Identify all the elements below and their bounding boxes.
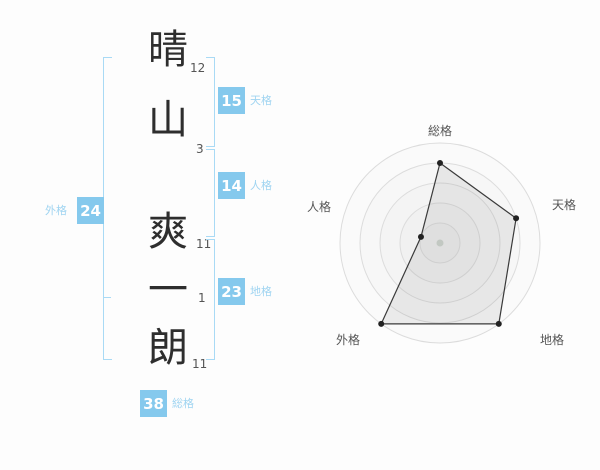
radar-axis-label: 天格 bbox=[552, 197, 576, 212]
radar-axis-label: 地格 bbox=[540, 332, 564, 347]
radar-axis-label: 人格 bbox=[307, 199, 331, 214]
gaikaku-bracket bbox=[103, 57, 112, 360]
stroke-count-1: 12 bbox=[190, 61, 206, 75]
radar-axis-label: 外格 bbox=[336, 332, 360, 347]
tenkaku-label: 天格 bbox=[250, 94, 272, 107]
gaikaku-label: 外格 bbox=[45, 204, 67, 217]
chikaku-value-badge: 23 bbox=[218, 278, 245, 305]
chikaku-label: 地格 bbox=[250, 285, 272, 298]
stroke-count-2: 3 bbox=[196, 142, 204, 156]
gaikaku-value-badge: 24 bbox=[77, 197, 104, 224]
name-char-3: 爽 bbox=[148, 209, 188, 255]
chikaku-bracket bbox=[206, 239, 215, 360]
stroke-count-5: 11 bbox=[192, 357, 208, 371]
jinkaku-value-badge: 14 bbox=[218, 172, 245, 199]
stroke-count-4: 1 bbox=[198, 291, 206, 305]
name-char-4: 一 bbox=[148, 267, 188, 313]
jinkaku-bracket bbox=[206, 149, 215, 237]
tenkaku-bracket bbox=[206, 57, 215, 147]
name-char-5: 朗 bbox=[148, 325, 188, 371]
stroke-count-3: 11 bbox=[196, 237, 212, 251]
name-char-2: 山 bbox=[148, 97, 188, 143]
soukaku-label: 総格 bbox=[172, 397, 194, 410]
jinkaku-label: 人格 bbox=[250, 179, 272, 192]
name-char-1: 晴 bbox=[148, 27, 188, 73]
radar-axis-label: 総格 bbox=[428, 123, 452, 138]
soukaku-value-badge: 38 bbox=[140, 390, 167, 417]
gaikaku-bracket-tick bbox=[103, 297, 111, 298]
tenkaku-value-badge: 15 bbox=[218, 87, 245, 114]
